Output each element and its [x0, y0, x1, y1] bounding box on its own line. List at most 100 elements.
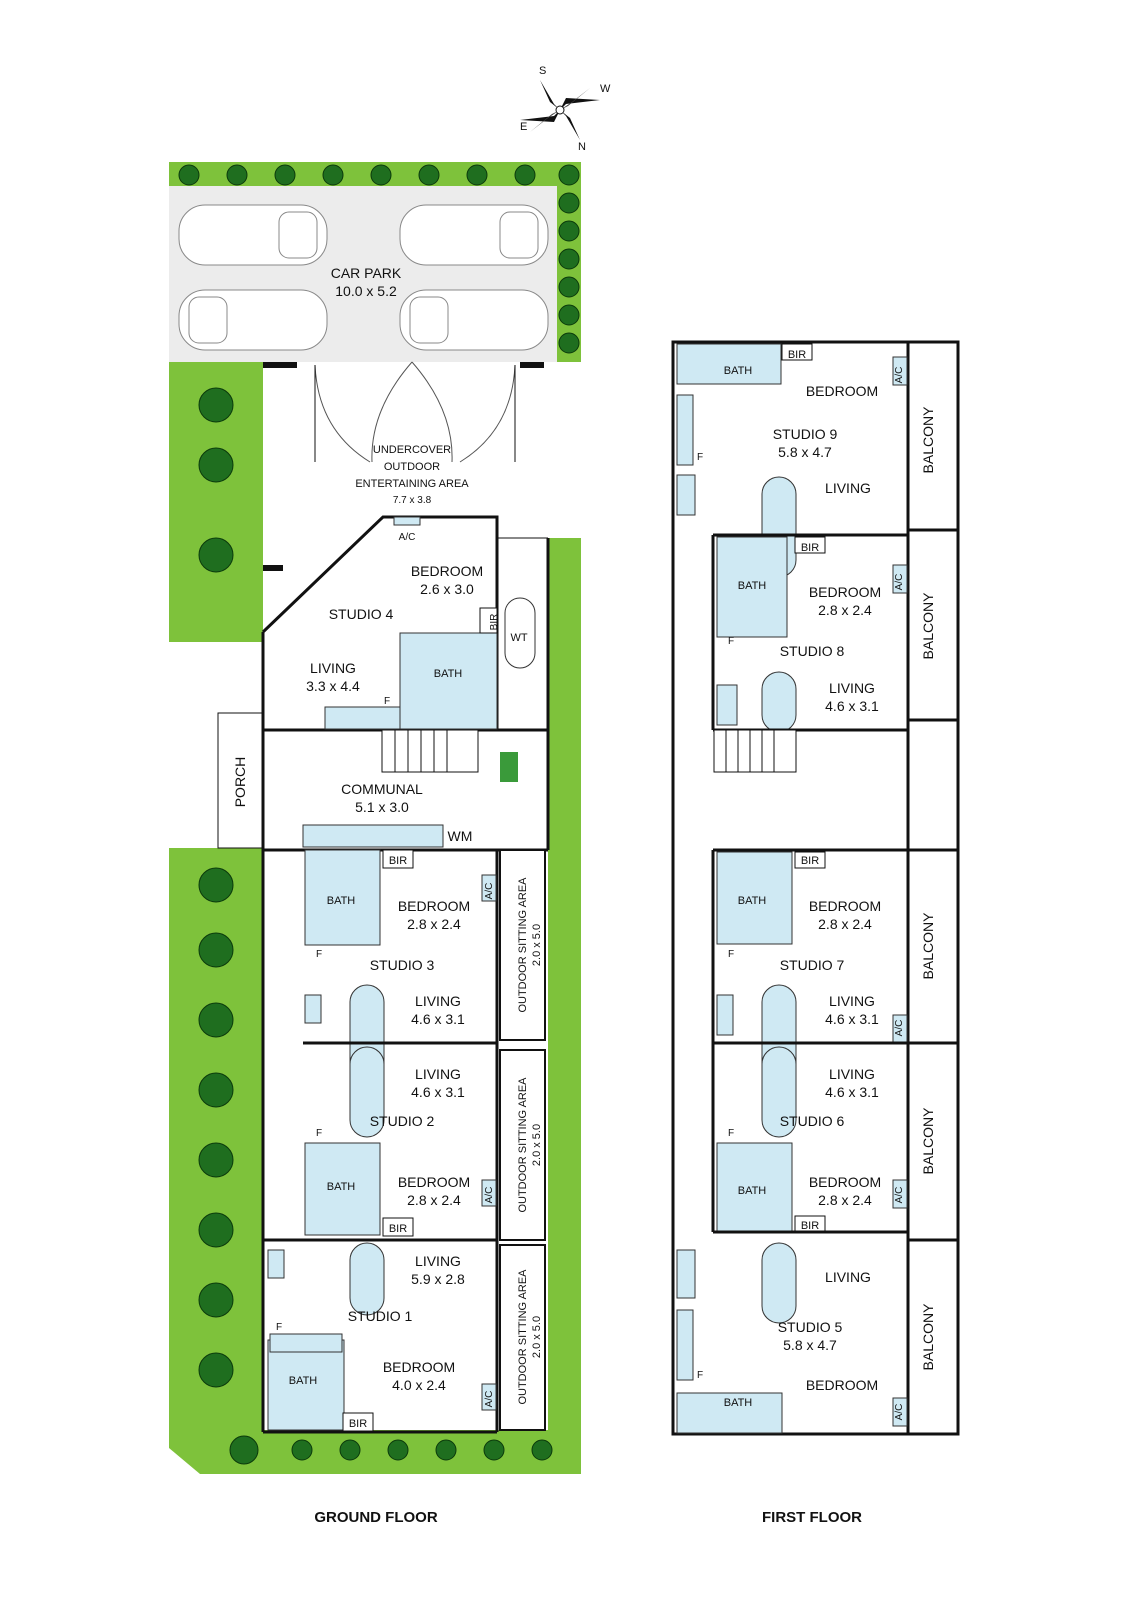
studio6-bedroom-size: 2.8 x 2.4 — [818, 1192, 872, 1208]
porch-label: PORCH — [232, 757, 248, 808]
studio6-bedroom-label: BEDROOM — [809, 1174, 881, 1190]
studio3-bedroom-size: 2.8 x 2.4 — [407, 916, 461, 932]
balcony-label-7: BALCONY — [920, 912, 936, 980]
studio5-bedroom-label: BEDROOM — [806, 1377, 878, 1393]
studio6-bir: BIR — [801, 1220, 819, 1232]
balcony-label-8: BALCONY — [920, 592, 936, 660]
balcony-label-9: BALCONY — [920, 406, 936, 474]
studio1-living-label: LIVING — [415, 1253, 461, 1269]
studio7-bath-label: BATH — [738, 895, 767, 907]
car-icons — [178, 204, 549, 351]
studio4-bath-label: BATH — [434, 668, 463, 680]
studio9-label: STUDIO 9 — [773, 426, 838, 442]
studio1-ac: A/C — [484, 1391, 495, 1408]
studio2 — [263, 1046, 497, 1242]
studio6-label: STUDIO 6 — [780, 1113, 845, 1129]
outdoor-sitting-label-2: OUTDOOR SITTING AREA — [517, 1077, 529, 1213]
studio1-label: STUDIO 1 — [348, 1308, 413, 1324]
entertaining-size: 7.7 x 3.8 — [393, 495, 432, 506]
entertaining-label-2: OUTDOOR — [384, 461, 440, 473]
entertaining-label-3: ENTERTAINING AREA — [355, 478, 469, 490]
ground-floor-plan: CAR PARK 10.0 x 5.2 — [169, 162, 581, 1526]
lawn-bottom — [263, 1430, 581, 1474]
studio2-living-size: 4.6 x 3.1 — [411, 1084, 465, 1100]
communal-kitchen — [302, 824, 444, 848]
studio7-living-label: LIVING — [829, 993, 875, 1009]
studio8-fridge: F — [728, 636, 734, 647]
studio2-fridge: F — [316, 1128, 322, 1139]
compass-icon: S W E N — [520, 65, 611, 153]
studio4-ac: A/C — [399, 532, 416, 543]
car-park-label: CAR PARK — [331, 265, 402, 281]
studio3-bedroom-label: BEDROOM — [398, 898, 470, 914]
studio5-ac: A/C — [894, 1404, 905, 1421]
studio9-bir: BIR — [788, 349, 806, 361]
car-park-size: 10.0 x 5.2 — [335, 283, 397, 299]
studio6-living-label: LIVING — [829, 1066, 875, 1082]
communal-size: 5.1 x 3.0 — [355, 799, 409, 815]
lawn-right — [548, 538, 581, 1438]
studio9-size: 5.8 x 4.7 — [778, 444, 832, 460]
studio4-bir: BIR — [489, 614, 500, 631]
studio2-living-label: LIVING — [415, 1066, 461, 1082]
studio4-living-label: LIVING — [310, 660, 356, 676]
studio4-bedroom-label: BEDROOM — [411, 563, 483, 579]
studio1-fridge: F — [276, 1322, 282, 1333]
communal-wm: WM — [448, 828, 473, 844]
studio7-bedroom-label: BEDROOM — [809, 898, 881, 914]
balcony-label-6: BALCONY — [920, 1107, 936, 1175]
studio3-fridge: F — [316, 949, 322, 960]
compass-n: N — [578, 141, 586, 153]
first-floor-caption: FIRST FLOOR — [762, 1509, 862, 1526]
studio9-fridge: F — [697, 452, 703, 463]
studio5-fridge: F — [697, 1370, 703, 1381]
studio1-bath-label: BATH — [289, 1375, 318, 1387]
studio2-label: STUDIO 2 — [370, 1113, 435, 1129]
first-floor-plan: BIR BATH A/C BEDROOM STUDIO 9 5.8 x 4.7 … — [671, 340, 960, 1526]
studio1-bedroom-label: BEDROOM — [383, 1359, 455, 1375]
hedge-trees-top — [178, 164, 580, 354]
studio2-ac: A/C — [484, 1187, 495, 1204]
studio8-bedroom-label: BEDROOM — [809, 584, 881, 600]
studio3-bir: BIR — [389, 855, 407, 867]
outdoor-sitting-label-3: OUTDOOR SITTING AREA — [517, 877, 529, 1013]
studio4-fridge: F — [384, 696, 390, 707]
outdoor-sitting-label-1: OUTDOOR SITTING AREA — [517, 1269, 529, 1405]
studio5-label: STUDIO 5 — [778, 1319, 843, 1335]
studio8-label: STUDIO 8 — [780, 643, 845, 659]
outdoor-sitting-size-2: 2.0 x 5.0 — [531, 1124, 543, 1166]
studio6-living-size: 4.6 x 3.1 — [825, 1084, 879, 1100]
studio8-bath-label: BATH — [738, 580, 767, 592]
compass-w: W — [600, 83, 611, 95]
studio2-bath-label: BATH — [327, 1181, 356, 1193]
studio3-living-label: LIVING — [415, 993, 461, 1009]
studio2-bedroom-size: 2.8 x 2.4 — [407, 1192, 461, 1208]
studio5-size: 5.8 x 4.7 — [783, 1337, 837, 1353]
compass-e: E — [520, 121, 527, 133]
studio4-wt: WT — [510, 632, 527, 644]
studio4-bath — [399, 632, 498, 730]
studio7-ac: A/C — [894, 1020, 905, 1037]
studio1-living-size: 5.9 x 2.8 — [411, 1271, 465, 1287]
studio7-bedroom-size: 2.8 x 2.4 — [818, 916, 872, 932]
studio9-living-label: LIVING — [825, 480, 871, 496]
studio5-living-label: LIVING — [825, 1269, 871, 1285]
studio6-fridge: F — [728, 1128, 734, 1139]
studio4-living-size: 3.3 x 4.4 — [306, 678, 360, 694]
studio2-bir: BIR — [389, 1223, 407, 1235]
studio1-bedroom-size: 4.0 x 2.4 — [392, 1377, 446, 1393]
communal-stairs — [381, 729, 479, 773]
studio3-living-size: 4.6 x 3.1 — [411, 1011, 465, 1027]
studio3-ac: A/C — [484, 883, 495, 900]
studio6-bath-label: BATH — [738, 1185, 767, 1197]
studio3-bath-label: BATH — [327, 895, 356, 907]
garden-trees — [198, 387, 553, 1465]
studio7-living-size: 4.6 x 3.1 — [825, 1011, 879, 1027]
studio1-bir: BIR — [349, 1418, 367, 1430]
studio4-label: STUDIO 4 — [329, 606, 394, 622]
compass-s: S — [539, 65, 546, 77]
studio9-ac: A/C — [894, 367, 905, 384]
studio7-bir: BIR — [801, 855, 819, 867]
studio9-bedroom-label: BEDROOM — [806, 383, 878, 399]
